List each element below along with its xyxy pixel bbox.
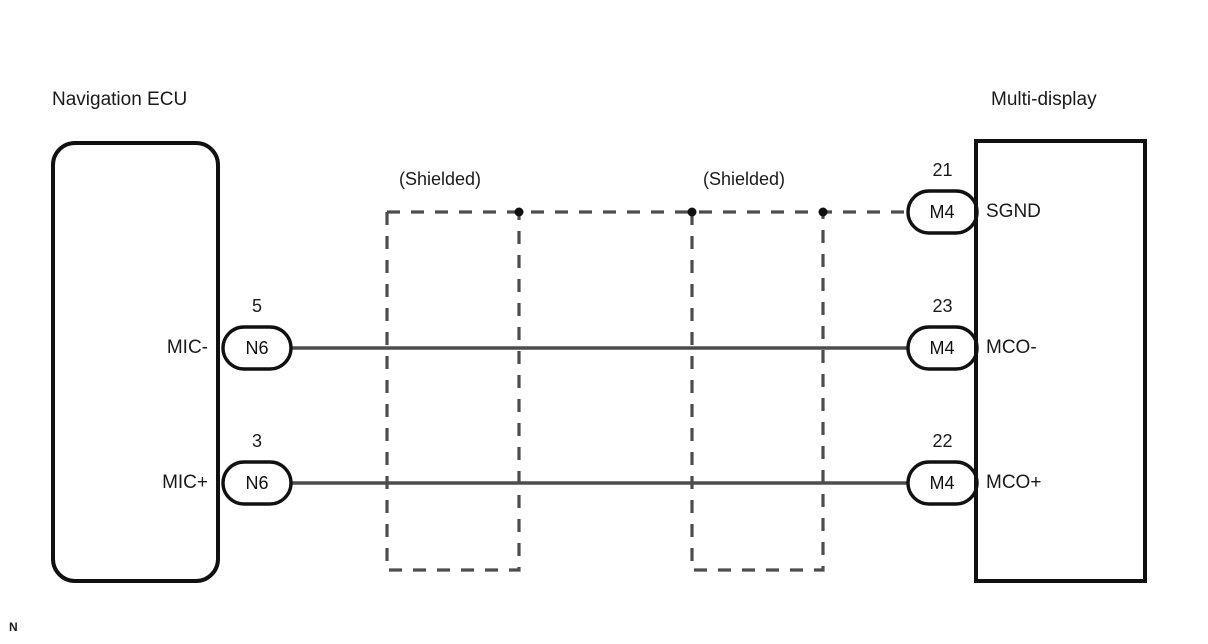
footer-mark: N <box>9 620 18 634</box>
pin-number-left-1: 5 <box>251 296 262 316</box>
pin-number-right-3: 22 <box>932 431 953 451</box>
connector-code-right-2: M4 <box>929 338 955 358</box>
pin-number-right-2: 23 <box>932 296 953 316</box>
multi-display-title: Multi-display <box>991 89 1097 110</box>
connector-oval-left-2 <box>221 460 293 506</box>
shield-junction-dot-1 <box>514 207 524 217</box>
pin-number-left-2: 3 <box>251 431 262 451</box>
shield-label-right: (Shielded) <box>703 169 786 189</box>
connector-code-right-3: M4 <box>929 473 955 493</box>
pin-number-right-1: 21 <box>932 160 953 180</box>
signal-label-left-2: MIC+ <box>162 472 208 493</box>
shield-box-left <box>385 212 521 572</box>
signal-label-right-1: SGND <box>986 201 1041 222</box>
shield-label-left: (Shielded) <box>399 169 482 189</box>
multi-display-box <box>974 139 1147 583</box>
connector-code-right-1: M4 <box>929 202 955 222</box>
connector-code-left-2: N6 <box>245 473 269 493</box>
shield-box-right <box>690 212 825 572</box>
signal-label-left-1: MIC- <box>166 337 208 358</box>
navigation-ecu-box <box>51 141 220 583</box>
signal-label-right-2: MCO- <box>986 337 1037 358</box>
signal-label-right-3: MCO+ <box>986 472 1042 493</box>
connector-oval-left-1 <box>221 325 293 371</box>
navigation-ecu-title: Navigation ECU <box>52 89 188 110</box>
connector-code-left-1: N6 <box>245 338 269 358</box>
shield-junction-dot-2 <box>687 207 697 217</box>
shield-junction-dot-3 <box>818 207 828 217</box>
